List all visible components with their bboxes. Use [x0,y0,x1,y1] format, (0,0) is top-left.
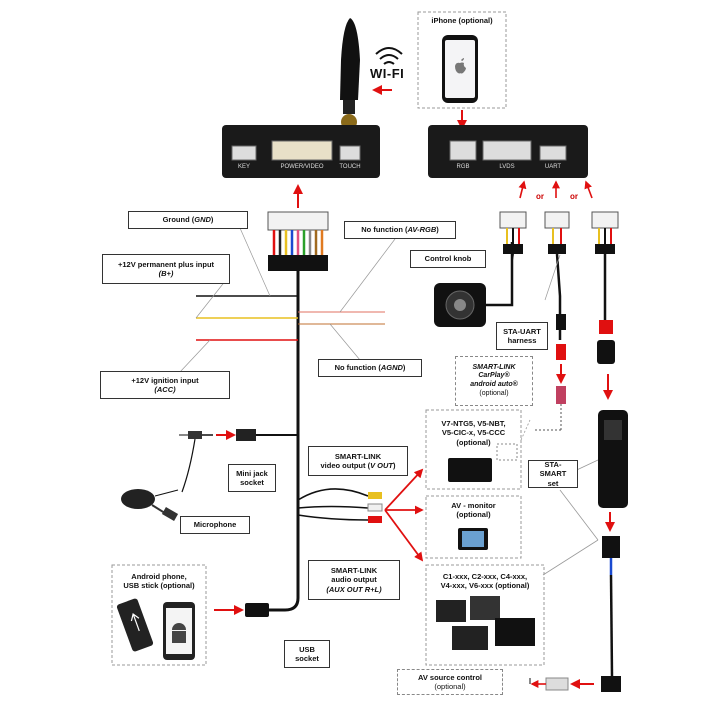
b-plus-label: +12V permanent plus input(B+) [102,254,230,284]
av-rgb-label: No function (AV-RGB) [344,221,456,239]
main-cable [268,271,300,612]
v7-box-label: V7-NTG5, V5-NBT,V5-CIC-x, V5-CCC(optiona… [441,418,506,447]
smart-plug-red [599,320,613,334]
left-module [222,125,380,178]
av-source-label: AV source control(optional) [397,669,503,695]
v7-device [448,458,492,482]
port-key-label: KEY [237,164,250,170]
android-phone-icon [163,602,195,660]
sta-smart-module [598,410,628,508]
port-lvds-label: LVDS [499,164,515,170]
wifi-icon [375,47,403,65]
smartlink-connector [533,344,566,431]
iphone-label: iPhone (optional) [431,16,493,26]
right-module [428,125,588,178]
uart-connectors [499,211,619,254]
uart-plug [556,314,566,330]
smart-plug-black [597,340,615,364]
av-monitor-label: AV - monitor(optional) [451,500,496,519]
port-rgb-label: RGB [456,164,470,170]
c1-devices [436,596,535,650]
mini-jack-plug [179,429,298,493]
sta-smart-lower-cable [601,536,621,692]
unused-wires [298,238,396,361]
agnd-label: No function (AGND) [318,359,422,377]
usb-stick-icon [116,598,154,652]
wifi-label: WI-FI [370,66,405,81]
android-phone-label: Android phone,USB stick (optional) [123,571,195,590]
port-touch-label: TOUCH [339,164,361,170]
or-label-1: or [536,192,544,201]
av-source-plug [545,677,569,691]
ground-label: Ground (GND) [128,211,248,229]
port-uart-label: UART [544,164,562,170]
or-label-2: or [570,192,578,201]
microphone-label: Microphone [180,516,250,534]
c1-box-label: C1-xxx, C2-xxx, C4-xxx,V4-xxx, V6-xxx (o… [440,571,530,590]
rca-connectors [297,468,424,562]
acc-label: +12V ignition input(ACC) [100,371,230,399]
power-wires [179,227,298,373]
control-knob-device [434,283,486,327]
control-knob-label: Control knob [410,250,486,268]
apple-logo-icon [455,58,466,74]
microphone-device [121,489,179,521]
control-knob-cable [486,242,514,307]
main-harness-connector [267,211,329,271]
port-power-video-label: POWER/VIDEO [280,164,324,170]
wifi-antenna [340,18,360,136]
usb-socket-device [214,603,269,617]
